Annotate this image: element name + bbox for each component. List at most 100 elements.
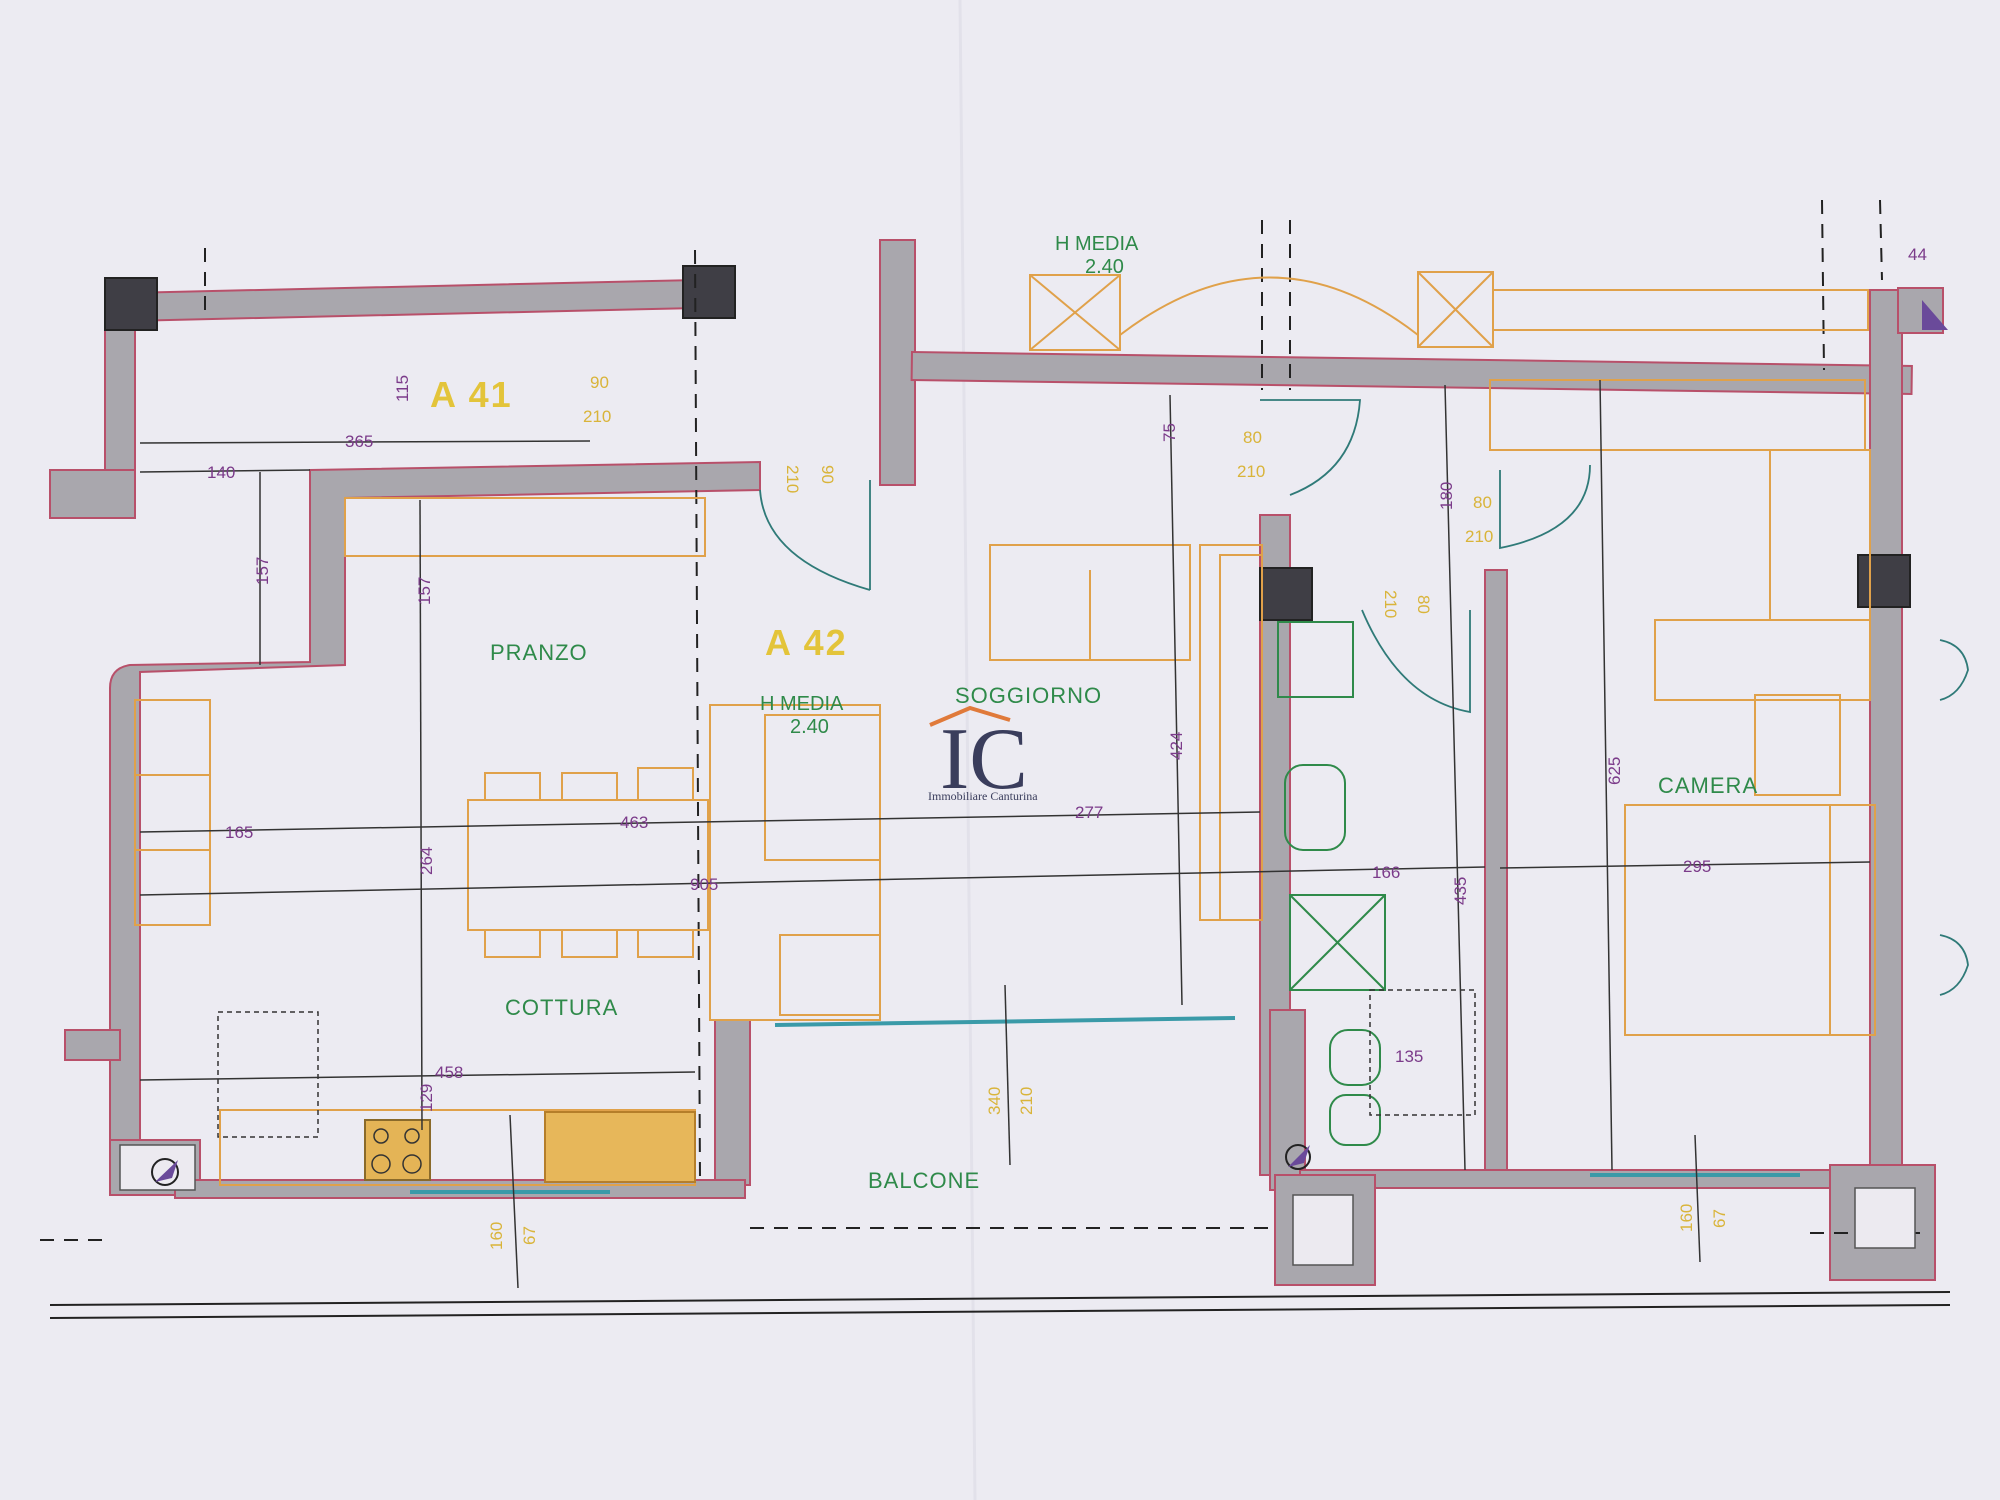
shower (1289, 894, 1386, 991)
dim-264: 264 (417, 847, 436, 875)
closet-x-left (1029, 274, 1121, 351)
door-entry (759, 489, 871, 591)
chair (484, 772, 541, 801)
top-arc (1119, 276, 1419, 336)
height-top-value: 2.40 (1085, 256, 1124, 278)
bath-cabinet (1277, 621, 1354, 698)
dim-75: 75 (1160, 423, 1179, 442)
dim-w80b: 80 (1473, 493, 1492, 512)
height-center-value: 2.40 (790, 716, 829, 738)
wall-balcony-left (714, 1019, 751, 1186)
windows (410, 1016, 1800, 1194)
door-ext-2 (1939, 934, 1969, 996)
wall-left-stub (49, 469, 136, 519)
wall-upper-long (910, 350, 1913, 395)
chair (484, 929, 541, 958)
dim-424: 424 (1167, 732, 1186, 760)
dim-44: 44 (1908, 245, 1927, 264)
logo-roof-icon (929, 705, 1011, 727)
dim-295: 295 (1683, 857, 1711, 876)
room-camera-label: CAMERA (1658, 773, 1758, 798)
sink (544, 1111, 696, 1183)
dim-277: 277 (1075, 803, 1103, 822)
dim-h210b: 210 (783, 465, 802, 493)
pillar-right (1857, 554, 1911, 608)
pillar-top-mid (682, 265, 736, 319)
dim-157a: 157 (253, 557, 272, 585)
wall-center-vertical (879, 239, 916, 486)
dim-115: 115 (393, 375, 412, 402)
dim-h210d: 210 (1465, 527, 1493, 546)
symbols (119, 300, 1948, 1266)
washbasin (1284, 764, 1346, 851)
room-soggiorno-label: SOGGIORNO (955, 683, 1102, 708)
dim-157b: 157 (415, 577, 434, 605)
dim-165: 165 (225, 823, 253, 842)
bidet (1329, 1029, 1381, 1086)
chair (637, 929, 694, 958)
closet-top (1489, 379, 1866, 451)
wall-left-lower-stub (64, 1029, 121, 1061)
chair (561, 772, 618, 801)
dim-h210a: 210 (583, 407, 611, 426)
dimension-lines (139, 379, 1871, 1289)
dim-463: 463 (620, 813, 648, 832)
door-camera (1499, 464, 1591, 550)
kitchen-island (217, 1011, 319, 1138)
dim-w67a: 67 (520, 1226, 539, 1245)
door-hall (1260, 399, 1361, 496)
logo-subtitle: Immobiliare Canturina (928, 789, 1038, 803)
wardrobe (1654, 619, 1871, 701)
corner-marker (1922, 300, 1948, 330)
paper-fold (958, 0, 977, 1500)
chair (637, 767, 694, 801)
height-top-label: H MEDIA (1055, 233, 1139, 255)
dim-135: 135 (1395, 1047, 1423, 1066)
dim-w80c: 80 (1414, 595, 1433, 614)
height-center-label: H MEDIA (760, 693, 844, 715)
drain-symbol (151, 1158, 179, 1186)
sofa-left (709, 704, 881, 1021)
dim-625: 625 (1605, 757, 1624, 785)
unit-a42-label: A 42 (765, 622, 848, 663)
dim-129: 129 (417, 1084, 436, 1112)
pillar-top-left (104, 277, 158, 331)
doors (759, 399, 1969, 996)
ic-logo: IC Immobiliare Canturina (928, 705, 1038, 808)
dim-w90a: 90 (590, 373, 609, 392)
drain-symbol (1285, 1144, 1311, 1170)
room-balcone-label: BALCONE (868, 1168, 980, 1193)
dim-905: 905 (690, 875, 718, 894)
logo-mark: IC (940, 711, 1028, 808)
room-cottura-label: COTTURA (505, 995, 618, 1020)
dim-180: 180 (1437, 482, 1456, 510)
furniture (134, 271, 1876, 1186)
dim-140: 140 (207, 463, 235, 482)
door-bath (1361, 609, 1471, 714)
dim-h160a: 160 (487, 1222, 506, 1250)
dim-435: 435 (1451, 877, 1470, 905)
bathroom (1277, 621, 1476, 1146)
baselines (49, 1291, 1951, 1319)
dim-w67b: 67 (1710, 1209, 1729, 1228)
dim-365: 365 (345, 432, 373, 451)
toilet (1329, 1094, 1381, 1146)
dim-458: 458 (435, 1063, 463, 1082)
room-pranzo-label: PRANZO (490, 640, 588, 665)
dim-h210e: 210 (1381, 590, 1400, 618)
pillars (104, 265, 1911, 621)
pillar-center-right (1259, 567, 1313, 621)
kitchen-cabinets (134, 699, 211, 926)
wall-right (1869, 289, 1903, 1171)
door-ext-1 (1939, 639, 1969, 701)
dim-166: 166 (1372, 863, 1400, 882)
unit-a41-label: A 41 (430, 374, 513, 415)
dim-w90b: 90 (818, 465, 837, 484)
dim-h210f: 210 (1017, 1087, 1036, 1115)
dim-h160b: 160 (1677, 1204, 1696, 1232)
chair (561, 929, 618, 958)
dim-h210c: 210 (1237, 462, 1265, 481)
wall-bath-right (1484, 569, 1508, 1171)
